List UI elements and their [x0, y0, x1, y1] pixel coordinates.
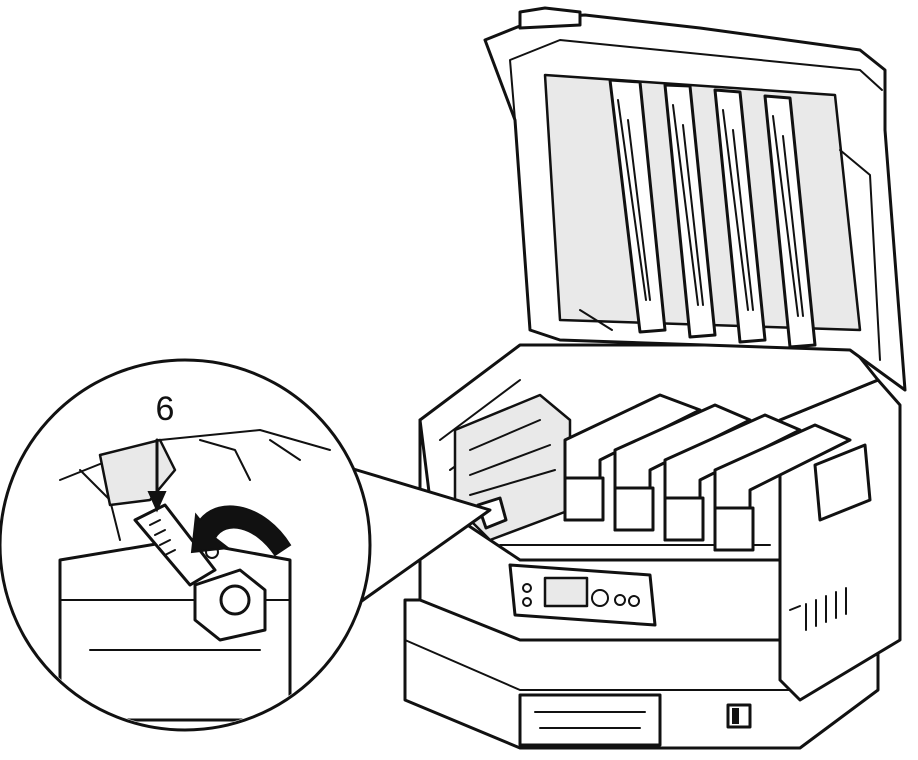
- callout-label: 6: [156, 390, 175, 428]
- zoom-blue-lever: [133, 503, 217, 587]
- cover-handle: [518, 6, 582, 30]
- zoom-lever-pivot: [219, 584, 251, 616]
- paper-tray: [518, 693, 662, 747]
- panel-display: [543, 576, 589, 608]
- side-latch: [813, 443, 872, 522]
- rotate-arrow-icon: [190, 505, 292, 557]
- panel-button-icon: [591, 589, 609, 607]
- led-heads: [608, 78, 817, 349]
- image-drums: [563, 393, 852, 552]
- printer-body: [403, 343, 902, 750]
- fuser-lever: [476, 496, 508, 530]
- printer-top-cover: [483, 6, 907, 392]
- magnified-callout: 6: [0, 358, 492, 732]
